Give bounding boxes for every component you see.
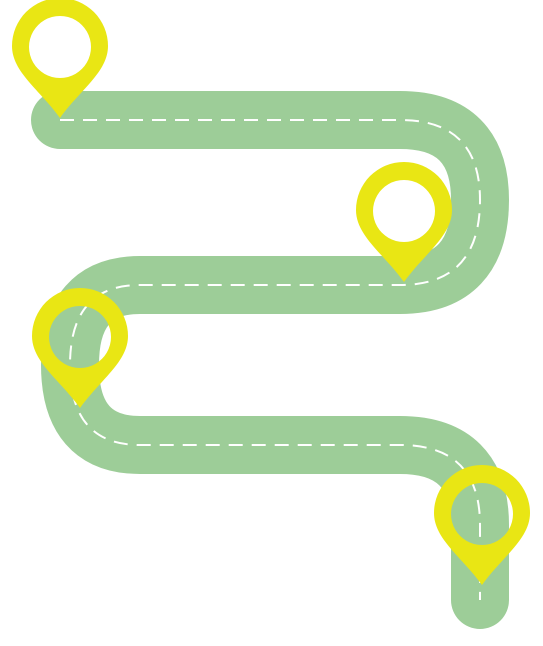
winding-road <box>31 91 509 629</box>
map-pin-icon <box>356 162 452 282</box>
map-pin-icon <box>32 288 128 408</box>
map-pin-icon <box>434 465 530 585</box>
road-center-dashed-line <box>60 119 482 600</box>
map-pin-icon <box>12 0 108 118</box>
